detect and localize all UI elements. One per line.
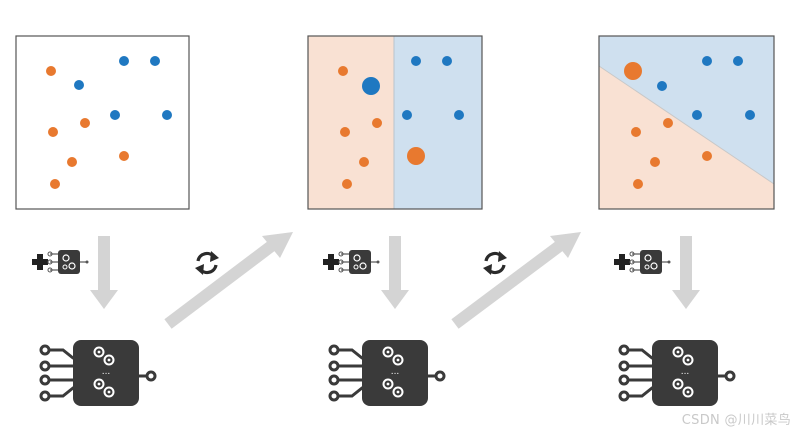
plus-weak-learner-icon (31, 249, 90, 275)
refresh-cycle-icon (481, 249, 509, 277)
model-chip-icon: ... (328, 338, 446, 408)
down-arrow (90, 236, 118, 309)
panel-second-split (598, 35, 775, 210)
orange-points (46, 66, 129, 189)
chip-dots: ... (391, 367, 400, 377)
down-arrow (381, 236, 409, 309)
orange-points (338, 66, 425, 189)
down-arrow (672, 236, 700, 309)
plus-weak-learner-icon (322, 249, 381, 275)
chip-dots: ... (102, 367, 111, 377)
plus-weak-learner-icon (613, 249, 672, 275)
blue-points (74, 56, 172, 120)
watermark: CSDN @川川菜鸟 (681, 413, 791, 428)
orange-points (624, 62, 712, 189)
diagonal-arrow (451, 232, 581, 329)
panel-first-split (307, 35, 483, 210)
chip-dots: ... (681, 367, 690, 377)
blue-points (657, 56, 755, 120)
panel-initial-data (15, 35, 190, 210)
model-chip-icon: ... (618, 338, 736, 408)
model-chip-icon: ... (39, 338, 157, 408)
diagonal-arrow (164, 232, 293, 329)
refresh-cycle-icon (193, 249, 221, 277)
blue-points (362, 56, 464, 120)
